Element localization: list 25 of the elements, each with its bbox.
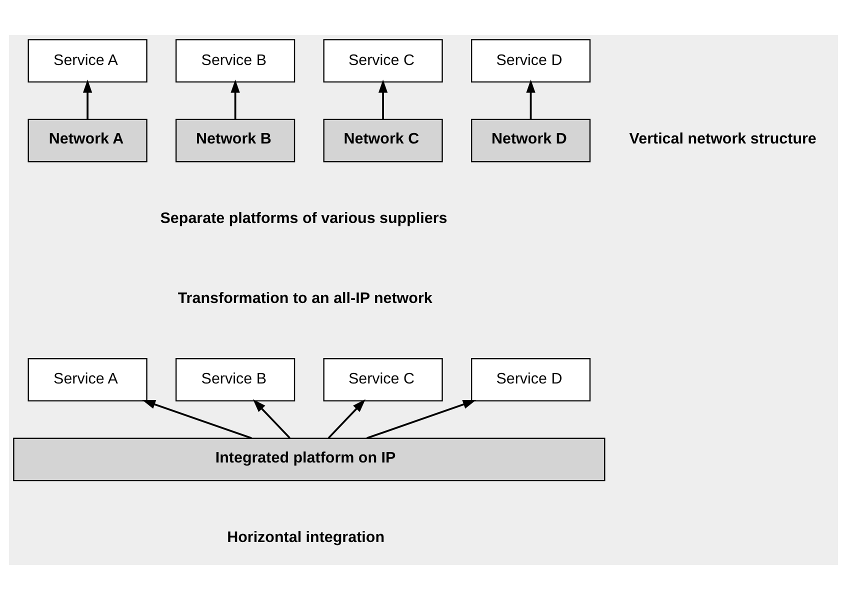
- arrow: [366, 400, 476, 440]
- node-box: Service A: [27, 39, 147, 82]
- arrow: [142, 400, 252, 440]
- node-box: Service C: [322, 39, 442, 82]
- arrow: [252, 399, 290, 439]
- node-box: Service B: [175, 358, 295, 402]
- arrow: [526, 80, 535, 120]
- arrow: [82, 80, 92, 120]
- node-box: Service A: [27, 358, 147, 402]
- node-box: Service D: [470, 358, 590, 402]
- label: Vertical network structure: [628, 130, 816, 148]
- node-box: Integrated platform on IP: [12, 438, 605, 482]
- node-box: Service C: [322, 358, 442, 402]
- node-box: Service D: [470, 39, 590, 82]
- arrow: [230, 80, 240, 120]
- arrow: [378, 80, 388, 120]
- node-box: Service B: [175, 39, 295, 82]
- node-box: Network D: [470, 118, 590, 162]
- label: Separate platforms of various suppliers: [160, 210, 447, 228]
- node-box: Network C: [322, 118, 442, 162]
- label: Horizontal integration: [226, 529, 384, 546]
- arrow: [327, 399, 365, 439]
- node-box: Network A: [27, 118, 147, 162]
- node-box: Network B: [175, 118, 295, 162]
- label: Transformation to an all-IP network: [177, 290, 432, 307]
